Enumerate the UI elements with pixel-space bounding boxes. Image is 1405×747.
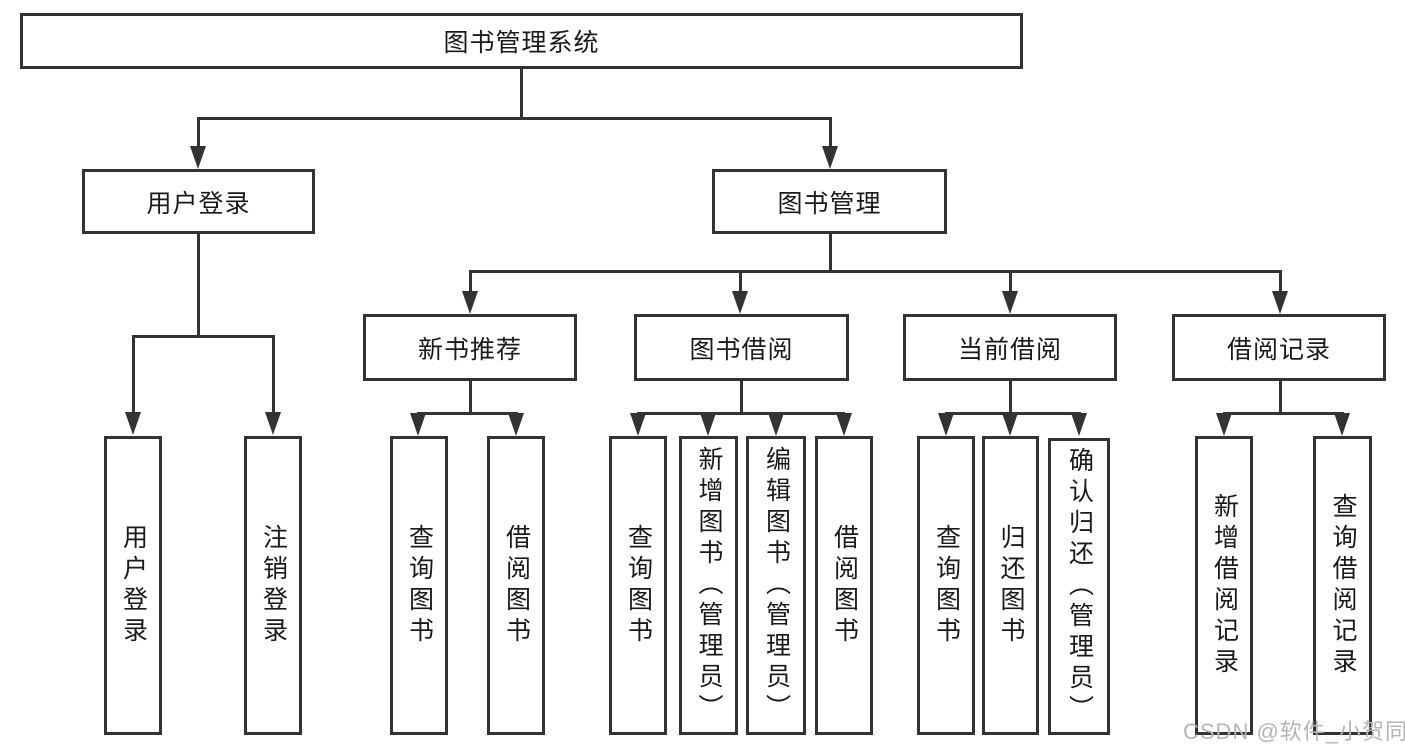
node-root: 图书管理系统 xyxy=(20,13,1023,69)
node-label: 查询图书 xyxy=(405,523,434,648)
node-label: 图书借阅 xyxy=(689,335,794,364)
connector-line xyxy=(1009,381,1012,414)
arrowhead-icon xyxy=(508,413,524,436)
node-label: 图书管理 xyxy=(777,189,882,218)
connector-line xyxy=(739,270,742,293)
connector-line xyxy=(1279,270,1282,293)
arrowhead-icon xyxy=(822,146,838,169)
node-new-book-recommend: 新书推荐 xyxy=(363,314,577,381)
node-label: 借阅图书 xyxy=(830,523,859,648)
arrowhead-icon xyxy=(630,413,646,436)
leaf-return-books: 归还图书 xyxy=(982,436,1039,735)
leaf-query-books-2: 查询图书 xyxy=(609,436,667,735)
connector-line xyxy=(197,233,200,337)
node-label: 用户登录 xyxy=(146,189,251,218)
leaf-logout: 注销登录 xyxy=(244,436,302,735)
node-label: 新增图书（管理员） xyxy=(695,446,723,725)
connector-line xyxy=(197,117,832,120)
connector-line xyxy=(132,335,275,338)
arrowhead-icon xyxy=(768,413,784,436)
node-label: 当前借阅 xyxy=(957,335,1062,364)
connector-line xyxy=(1223,412,1344,415)
node-label: 注销登录 xyxy=(259,523,288,648)
leaf-borrow-books-1: 借阅图书 xyxy=(487,436,545,735)
connector-line xyxy=(132,335,135,415)
node-borrow-records: 借阅记录 xyxy=(1172,314,1386,381)
connector-line xyxy=(637,412,845,415)
connector-line xyxy=(469,270,1282,273)
leaf-add-books-admin: 新增图书（管理员） xyxy=(679,436,738,735)
node-label: 新增借阅记录 xyxy=(1210,492,1239,679)
leaf-borrow-books-2: 借阅图书 xyxy=(815,436,873,735)
connector-line xyxy=(469,381,472,414)
arrowhead-icon xyxy=(125,412,141,435)
leaf-query-books-1: 查询图书 xyxy=(390,436,448,735)
leaf-query-books-3: 查询图书 xyxy=(917,436,975,735)
leaf-edit-books-admin: 编辑图书（管理员） xyxy=(746,436,806,735)
connector-line xyxy=(1009,270,1012,293)
node-label: 查询图书 xyxy=(932,523,961,648)
node-label: 用户登录 xyxy=(119,523,148,648)
connector-line xyxy=(1279,381,1282,414)
arrowhead-icon xyxy=(1216,413,1232,436)
connector-line xyxy=(417,412,518,415)
arrowhead-icon xyxy=(1272,291,1288,314)
node-label: 查询借阅记录 xyxy=(1329,492,1357,679)
node-label: 归还图书 xyxy=(997,523,1025,648)
arrowhead-icon xyxy=(700,413,716,436)
arrowhead-icon xyxy=(836,413,852,436)
node-label: 图书管理系统 xyxy=(443,29,600,57)
node-book-borrow: 图书借阅 xyxy=(634,314,849,381)
arrowhead-icon xyxy=(1002,413,1018,436)
connector-line xyxy=(740,381,743,414)
node-label: 确认归还（管理员） xyxy=(1065,447,1094,726)
leaf-add-borrow-record: 新增借阅记录 xyxy=(1195,436,1253,735)
arrowhead-icon xyxy=(1002,291,1018,314)
connector-line xyxy=(469,270,472,293)
leaf-confirm-return-admin: 确认归还（管理员） xyxy=(1048,438,1110,735)
node-label: 新书推荐 xyxy=(417,335,522,364)
arrowhead-icon xyxy=(1334,413,1350,436)
csdn-watermark: CSDN @软件_小贺同学 xyxy=(1183,719,1405,744)
connector-line xyxy=(197,117,200,150)
node-user-login: 用户登录 xyxy=(82,169,315,234)
node-label: 编辑图书（管理员） xyxy=(762,446,791,725)
connector-line xyxy=(829,117,832,150)
connector-line xyxy=(829,233,832,272)
arrowhead-icon xyxy=(190,146,206,169)
arrowhead-icon xyxy=(265,412,281,435)
arrowhead-icon xyxy=(462,291,478,314)
arrowhead-icon xyxy=(1071,413,1087,436)
leaf-query-borrow-record: 查询借阅记录 xyxy=(1313,436,1372,735)
node-label: 借阅图书 xyxy=(502,523,531,648)
leaf-user-login: 用户登录 xyxy=(104,436,162,735)
node-label: 查询图书 xyxy=(624,523,653,648)
arrowhead-icon xyxy=(410,413,426,436)
node-book-management: 图书管理 xyxy=(712,169,947,234)
arrowhead-icon xyxy=(732,291,748,314)
node-current-borrow: 当前借阅 xyxy=(903,314,1117,381)
connector-line xyxy=(272,335,275,415)
arrowhead-icon xyxy=(938,413,954,436)
connector-line xyxy=(520,69,523,120)
node-label: 借阅记录 xyxy=(1226,335,1331,364)
